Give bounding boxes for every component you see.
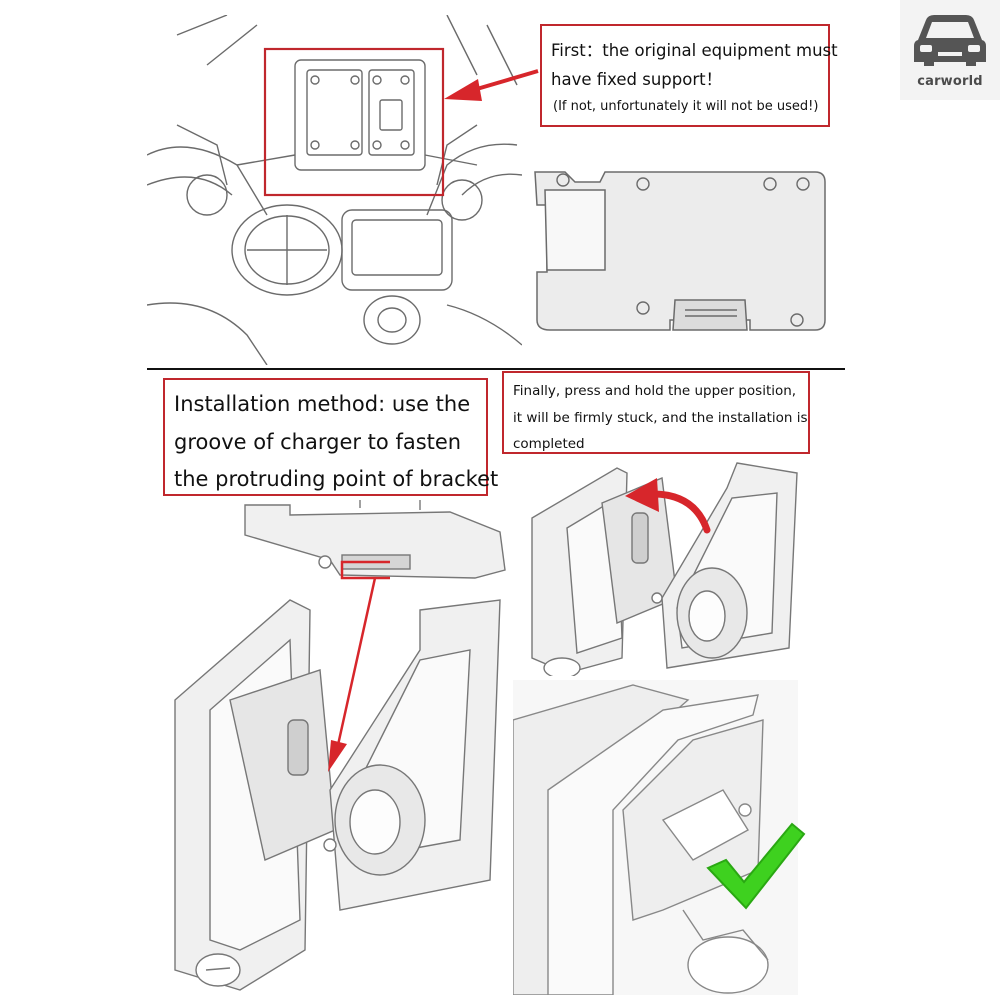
callout-installation-line2: groove of charger to fasten [174,429,462,454]
callout-installation-line3: the protruding point of bracket [174,467,499,491]
highlight-box [263,47,445,197]
installed-sketch [513,680,798,995]
callout-finally-line1: Finally, press and hold the upper positi… [513,383,797,399]
brand-name: carworld [917,74,983,89]
installed-photo [513,680,798,995]
installation-sketch [174,500,506,991]
checkmark-icon [706,822,806,910]
callout-first-line3: (If not, unfortunately it will not be us… [553,99,819,114]
callout-first-line1: First：the original equipment must [551,41,838,60]
callout-finally-line2: it will be firmly stuck, and the install… [513,409,808,426]
car-icon [914,15,986,66]
bracket-plate-photo [525,160,840,350]
callout-first: First：the original equipment must have f… [540,24,838,127]
callout-finally-line3: completed [513,436,585,452]
press-sketch [531,462,798,676]
callout-installation: Installation method: use the groove of c… [163,378,499,496]
brand-logo: carworld [900,0,1000,100]
callout-installation-line1: Installation method: use the [174,392,471,416]
callout-first-line2: have fixed support！ [551,70,723,89]
arrow-icon [625,478,711,534]
bracket-plate-sketch [534,171,826,331]
callout-finally: Finally, press and hold the upper positi… [502,371,810,454]
section-divider [147,368,845,370]
arrow-icon [328,560,390,772]
dashboard-photo [147,15,522,365]
arrow-icon [444,69,539,101]
dashboard-sketch [147,15,522,365]
press-photo [527,458,802,676]
